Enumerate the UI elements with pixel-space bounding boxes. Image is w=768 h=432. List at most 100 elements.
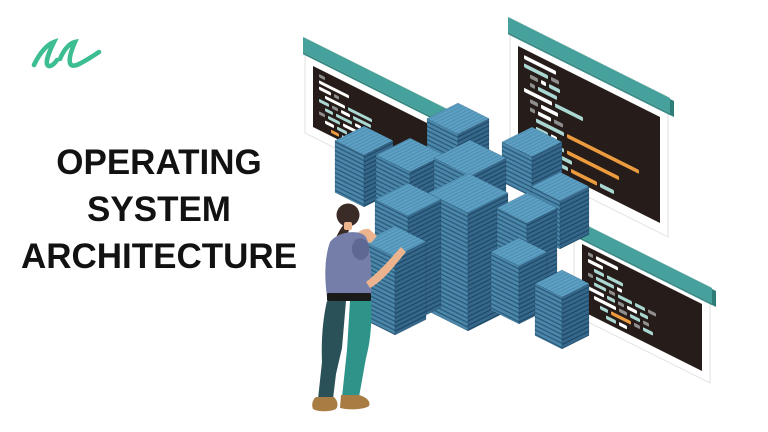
code-line-segment — [541, 80, 546, 87]
code-line-segment — [377, 146, 386, 154]
code-line-segment — [368, 136, 382, 146]
screen-title-bar — [303, 37, 460, 131]
person-leg-left — [318, 301, 346, 399]
terminal-area — [518, 45, 660, 223]
kernel-block-stacks — [334, 102, 590, 350]
code-line-segment — [567, 150, 619, 180]
code-line-segment — [588, 272, 593, 279]
code-line-segment — [348, 107, 372, 123]
code-line-segment — [350, 133, 355, 139]
code-line-segment — [524, 55, 556, 75]
code-line-segment — [634, 322, 640, 329]
code-screen-top-right — [508, 17, 674, 238]
code-line-segment — [600, 183, 614, 194]
code-line-segment — [364, 127, 374, 136]
code-line-segment — [325, 120, 334, 128]
code-line-segment — [542, 146, 548, 153]
code-line-segment — [541, 104, 558, 117]
code-line-segment — [596, 276, 614, 289]
logo-stroke-2 — [57, 38, 102, 68]
person-belt — [327, 293, 371, 301]
page-title: OPERATING SYSTEM ARCHITECTURE — [8, 139, 310, 280]
server-block — [334, 125, 394, 208]
server-block — [363, 225, 427, 336]
code-line-segment — [567, 134, 639, 174]
upgrad-logo-icon — [31, 38, 102, 69]
server-block — [501, 126, 563, 198]
code-line-segment — [524, 88, 552, 106]
person-sleeve-shade — [351, 238, 370, 260]
code-screen-bottom-right — [572, 218, 716, 384]
code-line-segment — [319, 74, 325, 80]
code-line-segment — [635, 303, 645, 311]
code-line-segment — [530, 107, 535, 114]
person-arm-raised — [352, 228, 377, 252]
code-line-segment — [648, 309, 656, 317]
code-line-segment — [640, 312, 648, 320]
code-screen-top-left — [303, 37, 464, 211]
code-line-segment — [355, 123, 361, 129]
code-line-segment — [319, 80, 349, 99]
code-line-segment — [606, 315, 616, 324]
code-line-segment — [332, 105, 338, 112]
server-block — [427, 172, 509, 332]
code-line-segment — [630, 314, 640, 323]
code-line-segment — [607, 275, 623, 287]
code-line-segment — [600, 305, 608, 313]
person-ponytail — [332, 224, 350, 270]
code-line-segment — [571, 169, 597, 186]
code-line-segment — [618, 294, 632, 305]
code-line-segment — [342, 135, 356, 146]
code-line-segment — [643, 320, 649, 327]
code-screens — [303, 17, 716, 384]
code-line-segment — [588, 286, 604, 298]
person-leg-right — [342, 301, 372, 397]
code-line-segment — [341, 110, 350, 118]
person-head — [336, 203, 360, 227]
code-line-segment — [607, 295, 615, 303]
code-line-segment — [538, 86, 557, 100]
logo-stroke-1 — [31, 38, 60, 69]
code-line-segment — [554, 144, 564, 153]
code-line-segment — [530, 74, 538, 83]
code-line-segment — [536, 118, 564, 137]
code-line-segment — [319, 111, 325, 118]
code-line-segment — [627, 305, 637, 314]
code-line-segment — [551, 134, 557, 141]
server-block — [490, 237, 548, 325]
code-line-segment — [549, 84, 560, 94]
code-line-segment — [643, 327, 653, 336]
server-block — [433, 139, 507, 239]
code-line-segment — [551, 77, 559, 85]
person-torso-shirt — [325, 232, 372, 297]
code-line-segment — [611, 311, 631, 325]
person-neck — [344, 222, 352, 230]
code-line-segment — [594, 296, 616, 311]
code-line-segment — [319, 99, 329, 107]
server-block — [530, 171, 590, 250]
code-line-segment — [337, 126, 347, 135]
code-line-segment — [542, 138, 551, 146]
code-line-segment — [538, 111, 551, 122]
server-block — [534, 269, 590, 350]
code-line-segment — [530, 82, 535, 89]
screen-title-bar — [572, 218, 712, 303]
code-line-segment — [619, 322, 627, 330]
code-line-segment — [588, 252, 593, 258]
terminal-area — [313, 65, 450, 196]
title-line-3: ARCHITECTURE — [20, 237, 298, 276]
code-line-segment — [551, 150, 557, 158]
code-line-segment — [334, 94, 339, 100]
code-line-segment — [331, 129, 339, 137]
code-line-segment — [353, 116, 371, 128]
title-line-2: SYSTEM — [87, 190, 231, 229]
code-line-segment — [359, 143, 365, 150]
code-line-segment — [319, 86, 331, 96]
code-line-segment — [358, 137, 374, 148]
code-line-segment — [617, 287, 622, 293]
code-line-segment — [554, 119, 563, 128]
server-block — [375, 137, 445, 231]
code-line-segment — [594, 282, 606, 292]
code-line-segment — [555, 103, 583, 121]
